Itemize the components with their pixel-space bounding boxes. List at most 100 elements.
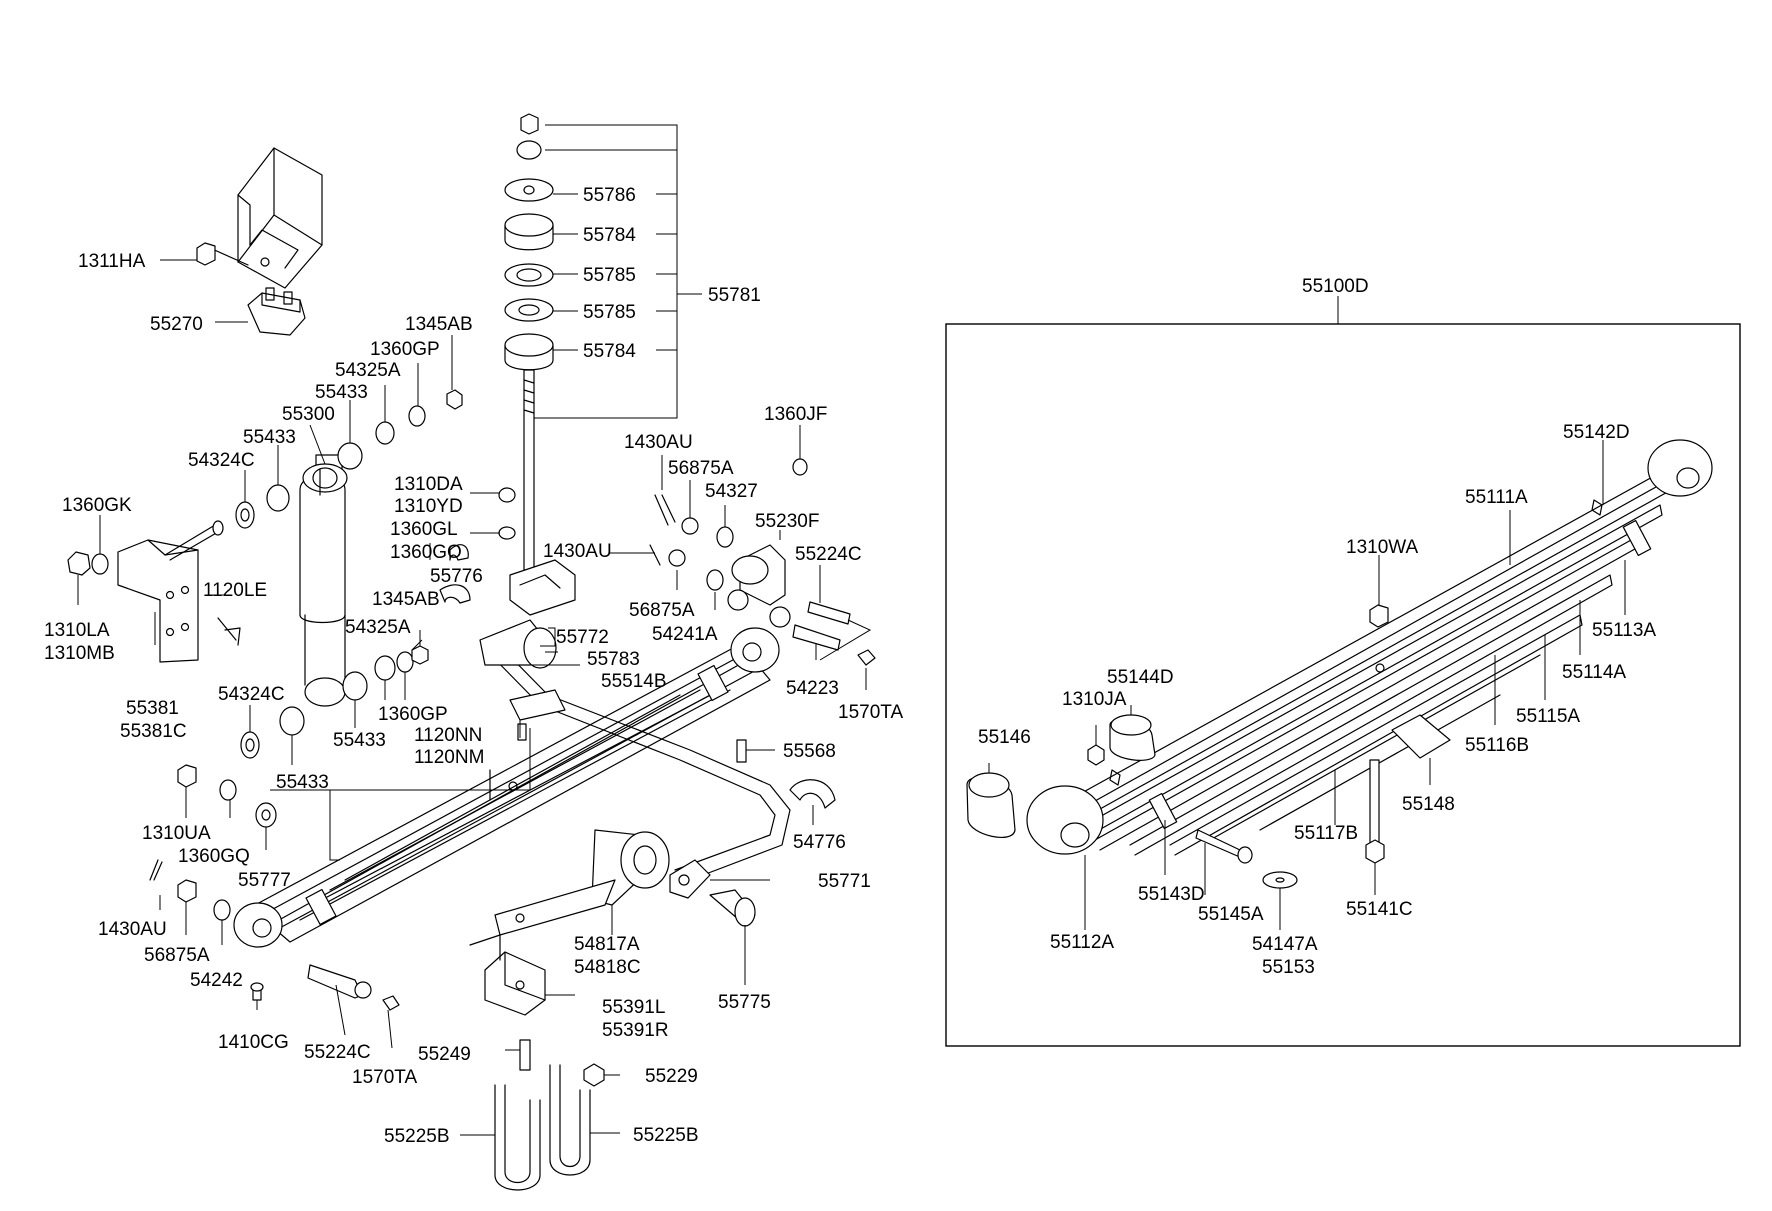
- label-55146[interactable]: 55146: [978, 727, 1031, 748]
- label-54327[interactable]: 54327: [705, 481, 758, 502]
- spring-assembly-frame: 55100D: [945, 276, 1741, 1047]
- label-1310LA[interactable]: 1310LA: [44, 620, 110, 641]
- label-55568[interactable]: 55568: [783, 741, 836, 762]
- label-1311HA[interactable]: 1311HA: [78, 251, 146, 272]
- label-1345AB-a[interactable]: 1345AB: [405, 314, 473, 335]
- label-55433-d[interactable]: 55433: [333, 730, 386, 751]
- label-55771[interactable]: 55771: [818, 871, 871, 892]
- label-55391R[interactable]: 55391R: [602, 1020, 669, 1041]
- label-55381C[interactable]: 55381C: [120, 721, 187, 742]
- label-55781[interactable]: 55781: [708, 285, 761, 306]
- label-55433-a[interactable]: 55433: [315, 382, 368, 403]
- spring-seat-55391: [469, 934, 546, 1016]
- label-1570TA-a[interactable]: 1570TA: [838, 702, 903, 723]
- label-54324C-b[interactable]: 54324C: [218, 684, 285, 705]
- label-55114A[interactable]: 55114A: [1562, 662, 1626, 683]
- small-hardware-center: [439, 487, 566, 741]
- leader-lines: [77, 124, 1626, 1136]
- label-55300[interactable]: 55300: [282, 404, 335, 425]
- label-55784-a[interactable]: 55784: [583, 225, 636, 246]
- label-1360GL[interactable]: 1360GL: [390, 519, 458, 540]
- label-55249[interactable]: 55249: [418, 1044, 471, 1065]
- label-55514B[interactable]: 55514B: [601, 671, 667, 692]
- label-1360GO[interactable]: 1360GO: [390, 542, 462, 563]
- label-1360GK[interactable]: 1360GK: [62, 495, 132, 516]
- label-55143D[interactable]: 55143D: [1138, 884, 1205, 905]
- label-55433-c[interactable]: 55433: [276, 772, 329, 793]
- label-55145A[interactable]: 55145A: [1198, 904, 1264, 925]
- label-55433-b[interactable]: 55433: [243, 427, 296, 448]
- label-1120LE[interactable]: 1120LE: [203, 580, 267, 601]
- label-55117B[interactable]: 55117B: [1294, 823, 1358, 844]
- label-55785-a[interactable]: 55785: [583, 265, 636, 286]
- label-55111A[interactable]: 55111A: [1465, 487, 1528, 508]
- label-55144D[interactable]: 55144D: [1107, 667, 1174, 688]
- label-55775[interactable]: 55775: [718, 992, 771, 1013]
- label-55224C-b[interactable]: 55224C: [304, 1042, 371, 1063]
- label-55776[interactable]: 55776: [430, 566, 483, 587]
- small-hardware-right: [649, 458, 876, 927]
- leaf-spring-assembly: [1026, 439, 1713, 856]
- label-55224C-a[interactable]: 55224C: [795, 544, 862, 565]
- assembly-hardware: [966, 604, 1451, 889]
- label-1430AU-b[interactable]: 1430AU: [543, 541, 612, 562]
- label-55148[interactable]: 55148: [1402, 794, 1455, 815]
- label-1310MB[interactable]: 1310MB: [44, 643, 115, 664]
- stack-hardware: [504, 113, 576, 616]
- label-1120NM[interactable]: 1120NM: [414, 747, 484, 768]
- label-54817A[interactable]: 54817A: [574, 934, 640, 955]
- label-55113A[interactable]: 55113A: [1592, 620, 1656, 641]
- label-1360GP-a[interactable]: 1360GP: [370, 339, 440, 360]
- label-55230F[interactable]: 55230F: [755, 511, 819, 532]
- label-55153[interactable]: 55153: [1262, 957, 1315, 978]
- label-56875A-a[interactable]: 56875A: [668, 458, 734, 479]
- label-55141C[interactable]: 55141C: [1346, 899, 1413, 920]
- label-55225B-a[interactable]: 55225B: [384, 1126, 450, 1147]
- label-1310DA[interactable]: 1310DA: [394, 474, 463, 495]
- label-1310JA[interactable]: 1310JA: [1062, 689, 1127, 710]
- label-1310WA[interactable]: 1310WA: [1346, 537, 1418, 558]
- label-55777[interactable]: 55777: [238, 870, 291, 891]
- label-54242[interactable]: 54242: [190, 970, 243, 991]
- label-55142D[interactable]: 55142D: [1563, 422, 1630, 443]
- label-54147A[interactable]: 54147A: [1252, 934, 1318, 955]
- label-55229[interactable]: 55229: [645, 1066, 698, 1087]
- bump-stop-rubber: [247, 287, 306, 336]
- label-1360GQ[interactable]: 1360GQ: [178, 846, 250, 867]
- label-54223[interactable]: 54223: [786, 678, 839, 699]
- label-1310YD[interactable]: 1310YD: [394, 496, 463, 517]
- label-1345AB-b[interactable]: 1345AB: [372, 589, 440, 610]
- label-55786[interactable]: 55786: [583, 185, 636, 206]
- label-54325A-a[interactable]: 54325A: [335, 360, 401, 381]
- label-54325A-b[interactable]: 54325A: [345, 617, 411, 638]
- front-hanger: [67, 520, 241, 663]
- label-1120NN[interactable]: 1120NN: [414, 725, 482, 746]
- label-55784-b[interactable]: 55784: [583, 341, 636, 362]
- label-55391L[interactable]: 55391L: [602, 997, 665, 1018]
- assembly-label[interactable]: 55100D: [1302, 276, 1369, 297]
- label-55785-b[interactable]: 55785: [583, 302, 636, 323]
- label-55115A[interactable]: 55115A: [1516, 706, 1580, 727]
- label-55772[interactable]: 55772: [556, 627, 609, 648]
- label-54776[interactable]: 54776: [793, 832, 846, 853]
- label-56875A-b[interactable]: 56875A: [629, 600, 695, 621]
- label-54818C[interactable]: 54818C: [574, 957, 641, 978]
- label-55225B-b[interactable]: 55225B: [633, 1125, 699, 1146]
- label-1430AU-a[interactable]: 1430AU: [624, 432, 693, 453]
- label-55270[interactable]: 55270: [150, 314, 203, 335]
- label-55116B[interactable]: 55116B: [1465, 735, 1529, 756]
- label-1410CG[interactable]: 1410CG: [218, 1032, 289, 1053]
- label-56875A-c[interactable]: 56875A: [144, 945, 210, 966]
- label-55783[interactable]: 55783: [587, 649, 640, 670]
- label-54324C-a[interactable]: 54324C: [188, 450, 255, 471]
- label-1360GP-b[interactable]: 1360GP: [378, 704, 448, 725]
- label-1360JF[interactable]: 1360JF: [764, 404, 827, 425]
- label-1310UA[interactable]: 1310UA: [142, 823, 211, 844]
- label-55381[interactable]: 55381: [126, 698, 179, 719]
- label-55112A[interactable]: 55112A: [1050, 932, 1114, 953]
- label-1430AU-c[interactable]: 1430AU: [98, 919, 167, 940]
- u-bolts: [494, 1039, 605, 1191]
- label-54241A[interactable]: 54241A: [652, 624, 718, 645]
- label-1570TA-b[interactable]: 1570TA: [352, 1067, 417, 1088]
- callout-labels: 1311HA 55270 1345AB 1360GP 54325A 55433 …: [44, 185, 1656, 1147]
